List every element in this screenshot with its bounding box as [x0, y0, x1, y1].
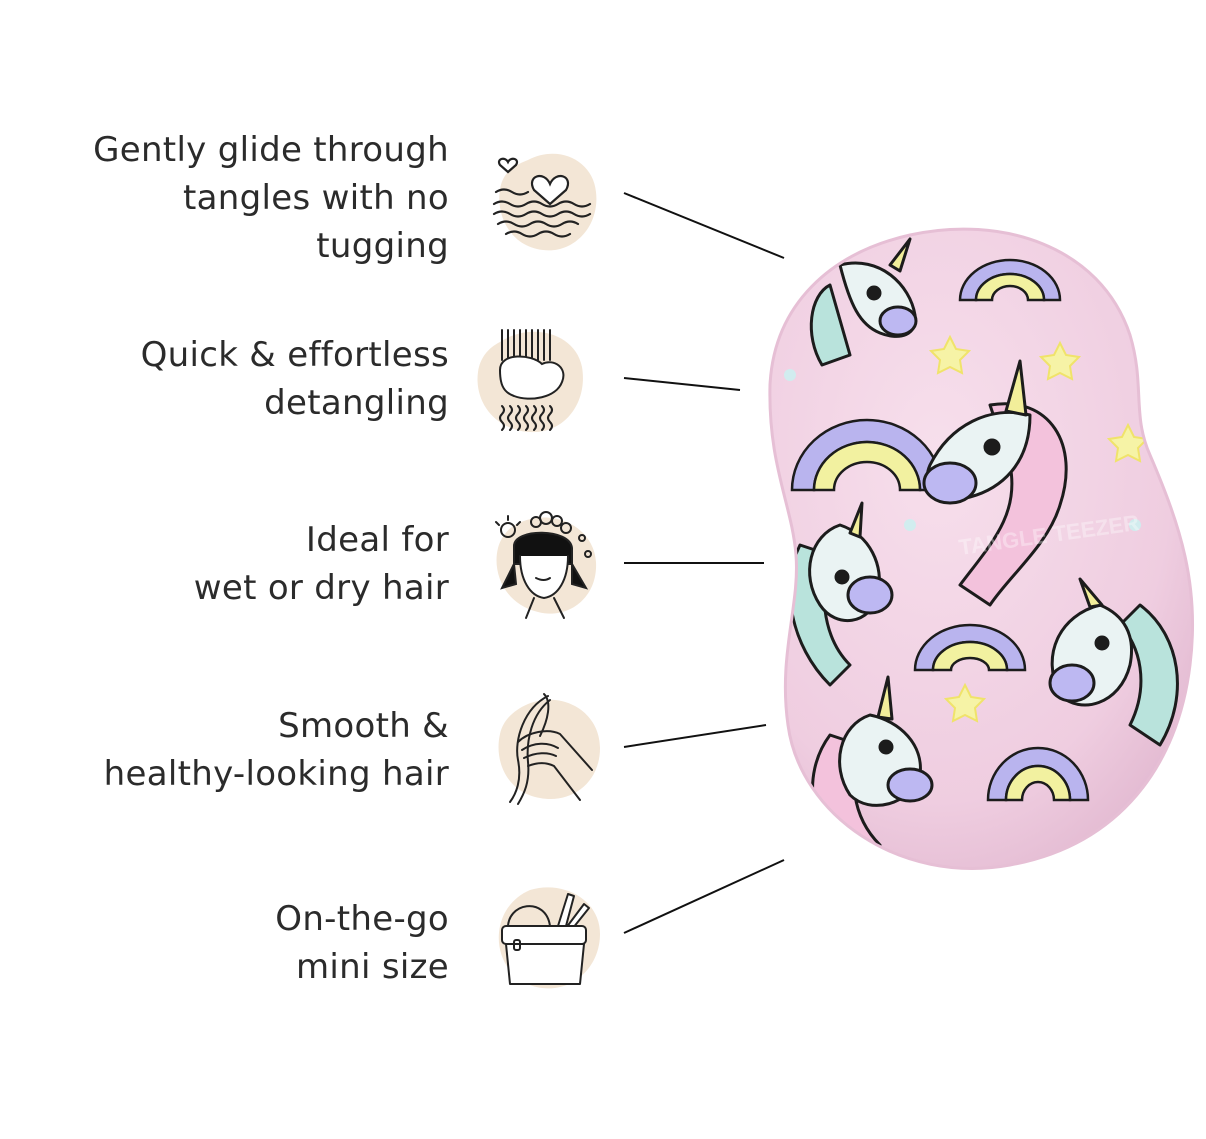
unicorn-head: [922, 359, 1068, 607]
connector-line: [623, 377, 741, 391]
detangle-hair-icon: [470, 322, 590, 442]
connector-line: [623, 724, 767, 748]
brush-image: TANGLE TEEZER: [768, 227, 1195, 870]
connector-line: [623, 192, 785, 259]
rainbow-icon: [913, 623, 1027, 672]
heart-waves-icon: [488, 142, 608, 262]
feature-text-mini-size: On-the-go mini size: [275, 899, 449, 987]
unicorn-head: [1048, 577, 1179, 747]
unicorn-head: [809, 237, 918, 367]
wet-dry-hair-icon: [486, 506, 606, 626]
rainbow-icon: [986, 746, 1090, 802]
feature-text-detangling: Quick & effortless detangling: [140, 335, 449, 423]
feature-text-glide: Gently glide through tangles with no tug…: [93, 130, 449, 266]
star-icon: [928, 334, 1150, 723]
rainbow-icon: [958, 258, 1062, 302]
hand-hair-icon: [488, 690, 608, 810]
feature-text-wet-dry: Ideal for wet or dry hair: [193, 520, 449, 608]
connector-line: [623, 859, 785, 934]
feature-text-smooth: Smooth & healthy-looking hair: [103, 706, 449, 794]
travel-bag-icon: [488, 880, 608, 1000]
